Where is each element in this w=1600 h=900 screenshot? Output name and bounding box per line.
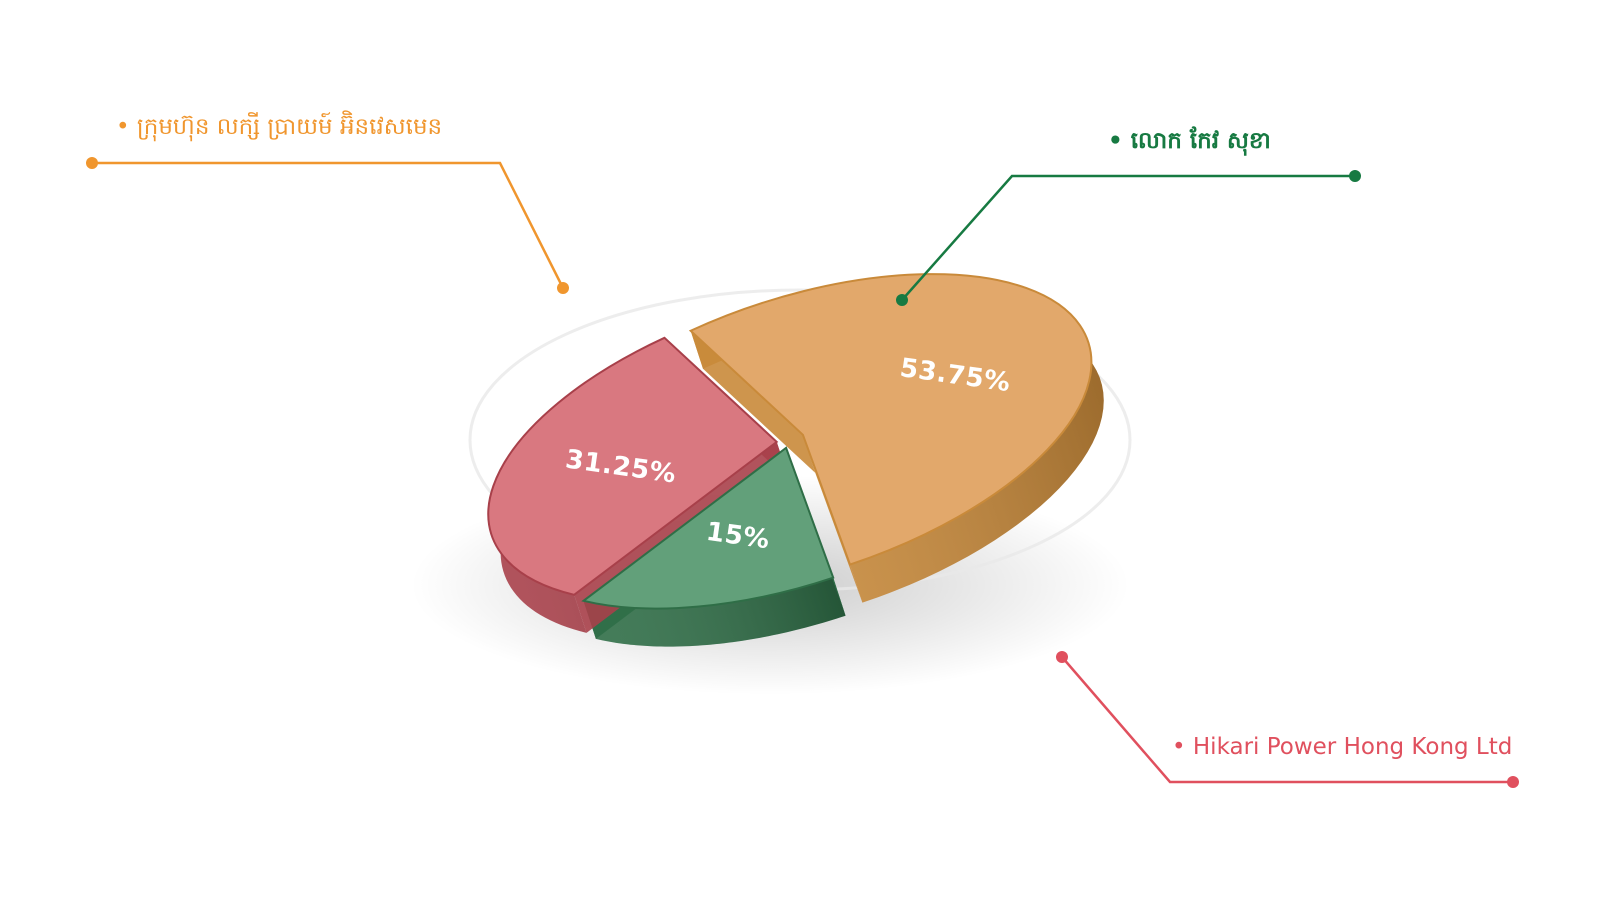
legend-label-red: • Hikari Power Hong Kong Ltd	[1172, 734, 1512, 760]
pie-slice-green	[581, 446, 835, 610]
legend-label-green: • លោក កែវ សុខា	[1108, 126, 1271, 156]
pie-slice-red	[487, 336, 779, 596]
legend-label-orange: • ក្រុមហ៊ុន លក្សី ប្រាយម៍ អ៊ិនវេសមេន	[116, 110, 442, 142]
legend-leader-orange: • ក្រុមហ៊ុន លក្សី ប្រាយម៍ អ៊ិនវេសមេន	[86, 110, 569, 294]
pie-slice-side-shade-orange	[690, 274, 1104, 603]
pie-slice-orange	[688, 273, 1093, 566]
legend-leader-green: • លោក កែវ សុខា	[896, 126, 1361, 306]
pie-slice-side-shade-green	[583, 577, 846, 647]
pie-slice-wall-orange-0	[690, 330, 816, 473]
legend-leader-red: • Hikari Power Hong Kong Ltd	[1056, 651, 1519, 788]
pie-tops	[487, 273, 1093, 610]
